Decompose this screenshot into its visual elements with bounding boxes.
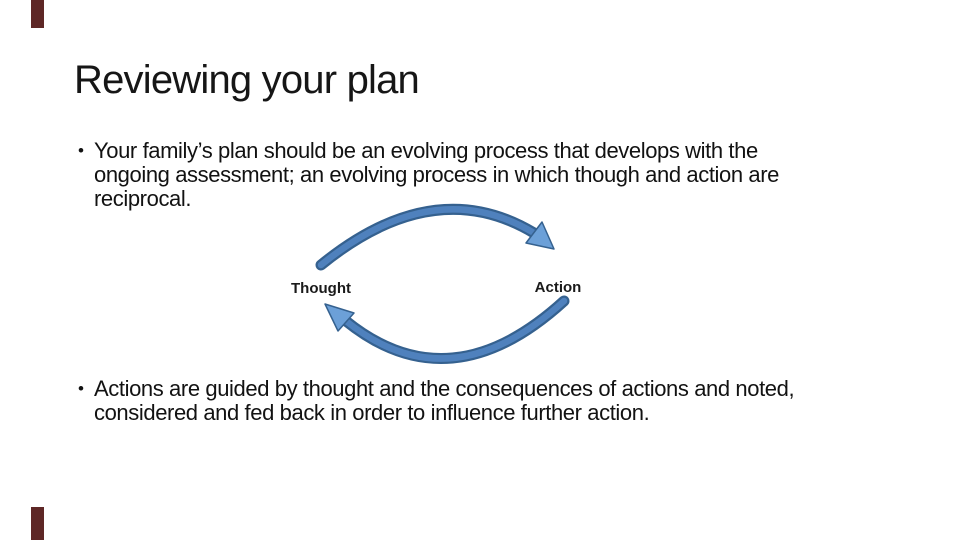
bullet-marker: • xyxy=(78,379,84,398)
diagram-label-action: Action xyxy=(534,279,582,296)
slide-accent-mark-bottom xyxy=(31,507,44,540)
bullet-text-line: Your family’s plan should be an evolving… xyxy=(94,138,758,163)
thought-action-cycle-diagram: Thought Action xyxy=(288,193,600,369)
cycle-arrow-top-icon xyxy=(315,203,555,271)
bullet-item-2: • Actions are guided by thought and the … xyxy=(77,376,795,425)
slide-accent-mark-top xyxy=(31,0,44,28)
bullet-text-line: reciprocal. xyxy=(94,186,192,211)
bullet-text-block: Your family’s plan should be an evolving… xyxy=(94,139,779,211)
bullet-marker: • xyxy=(78,141,84,160)
cycle-arrow-bottom-icon xyxy=(324,295,570,364)
bullet-text-block: Actions are guided by thought and the co… xyxy=(94,376,795,425)
cycle-arrows-graphic xyxy=(315,203,570,364)
bullet-text-line: Actions are guided by thought and the co… xyxy=(94,376,795,401)
bullet-text-line: considered and fed back in order to infl… xyxy=(94,400,650,425)
slide-title: Reviewing your plan xyxy=(74,58,420,102)
bullet-text-line: ongoing assessment; an evolving process … xyxy=(94,162,780,187)
bullet-item-1: • Your family’s plan should be an evolvi… xyxy=(77,139,779,211)
diagram-label-thought: Thought xyxy=(291,280,351,297)
